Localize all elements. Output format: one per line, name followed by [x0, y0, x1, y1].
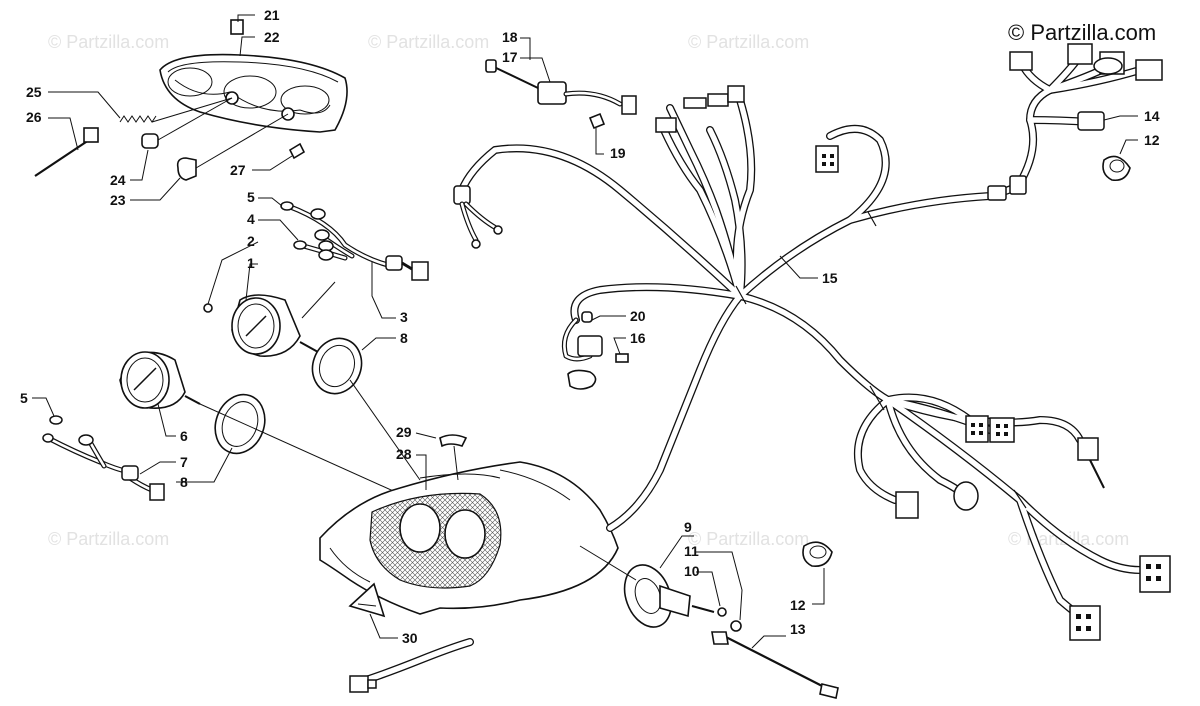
callout-7: 7	[180, 454, 188, 470]
gauge-lower	[32, 351, 441, 513]
throttle-cable	[579, 155, 1131, 699]
callout-29: 29	[396, 424, 412, 440]
callout-8-upper: 8	[400, 330, 408, 346]
callout-6: 6	[180, 428, 188, 444]
callout-11: 11	[684, 543, 699, 559]
callout-17: 17	[502, 49, 518, 65]
watermark-text: © Partzilla.com	[48, 32, 169, 52]
copyright-notice: © Partzilla.com	[1008, 20, 1156, 45]
callout-15: 15	[822, 270, 838, 286]
watermark-text: © Partzilla.com	[368, 32, 489, 52]
gauge-upper	[203, 197, 429, 395]
callout-13: 13	[790, 621, 806, 637]
callout-22: 22	[264, 29, 280, 45]
callout-25: 25	[26, 84, 42, 100]
callout-1: 1	[247, 255, 255, 271]
headlight-assembly	[34, 14, 348, 201]
callout-5-upper: 5	[247, 189, 255, 205]
callout-9: 9	[684, 519, 692, 535]
callout-21: 21	[264, 7, 280, 23]
callout-16: 16	[630, 330, 646, 346]
callout-28: 28	[396, 446, 412, 462]
callout-10: 10	[684, 563, 700, 579]
callout-27: 27	[230, 162, 246, 178]
callout-12-lower: 12	[790, 597, 806, 613]
callout-5-lower: 5	[20, 390, 28, 406]
callout-19: 19	[610, 145, 626, 161]
callout-12-upper: 12	[1144, 132, 1160, 148]
callout-3: 3	[400, 309, 408, 325]
dash-console	[319, 432, 619, 693]
callout-2: 2	[247, 233, 255, 249]
callout-23: 23	[110, 192, 126, 208]
callout-18: 18	[502, 29, 518, 45]
watermark-text: © Partzilla.com	[688, 529, 809, 549]
callout-26: 26	[26, 109, 42, 125]
callout-14: 14	[1144, 108, 1160, 124]
resistor-block	[485, 37, 623, 155]
main-wiring-harness	[453, 43, 1171, 641]
callout-4: 4	[247, 211, 255, 227]
callout-labels: 21 22 25 26 24 23 27 5 4 2 1 3 8 5 6 7 8…	[20, 7, 1160, 646]
callout-20: 20	[630, 308, 646, 324]
watermark-text: © Partzilla.com	[48, 529, 169, 549]
callout-30: 30	[402, 630, 418, 646]
callout-24: 24	[110, 172, 126, 188]
watermark-text: © Partzilla.com	[688, 32, 809, 52]
callout-8-lower: 8	[180, 474, 188, 490]
